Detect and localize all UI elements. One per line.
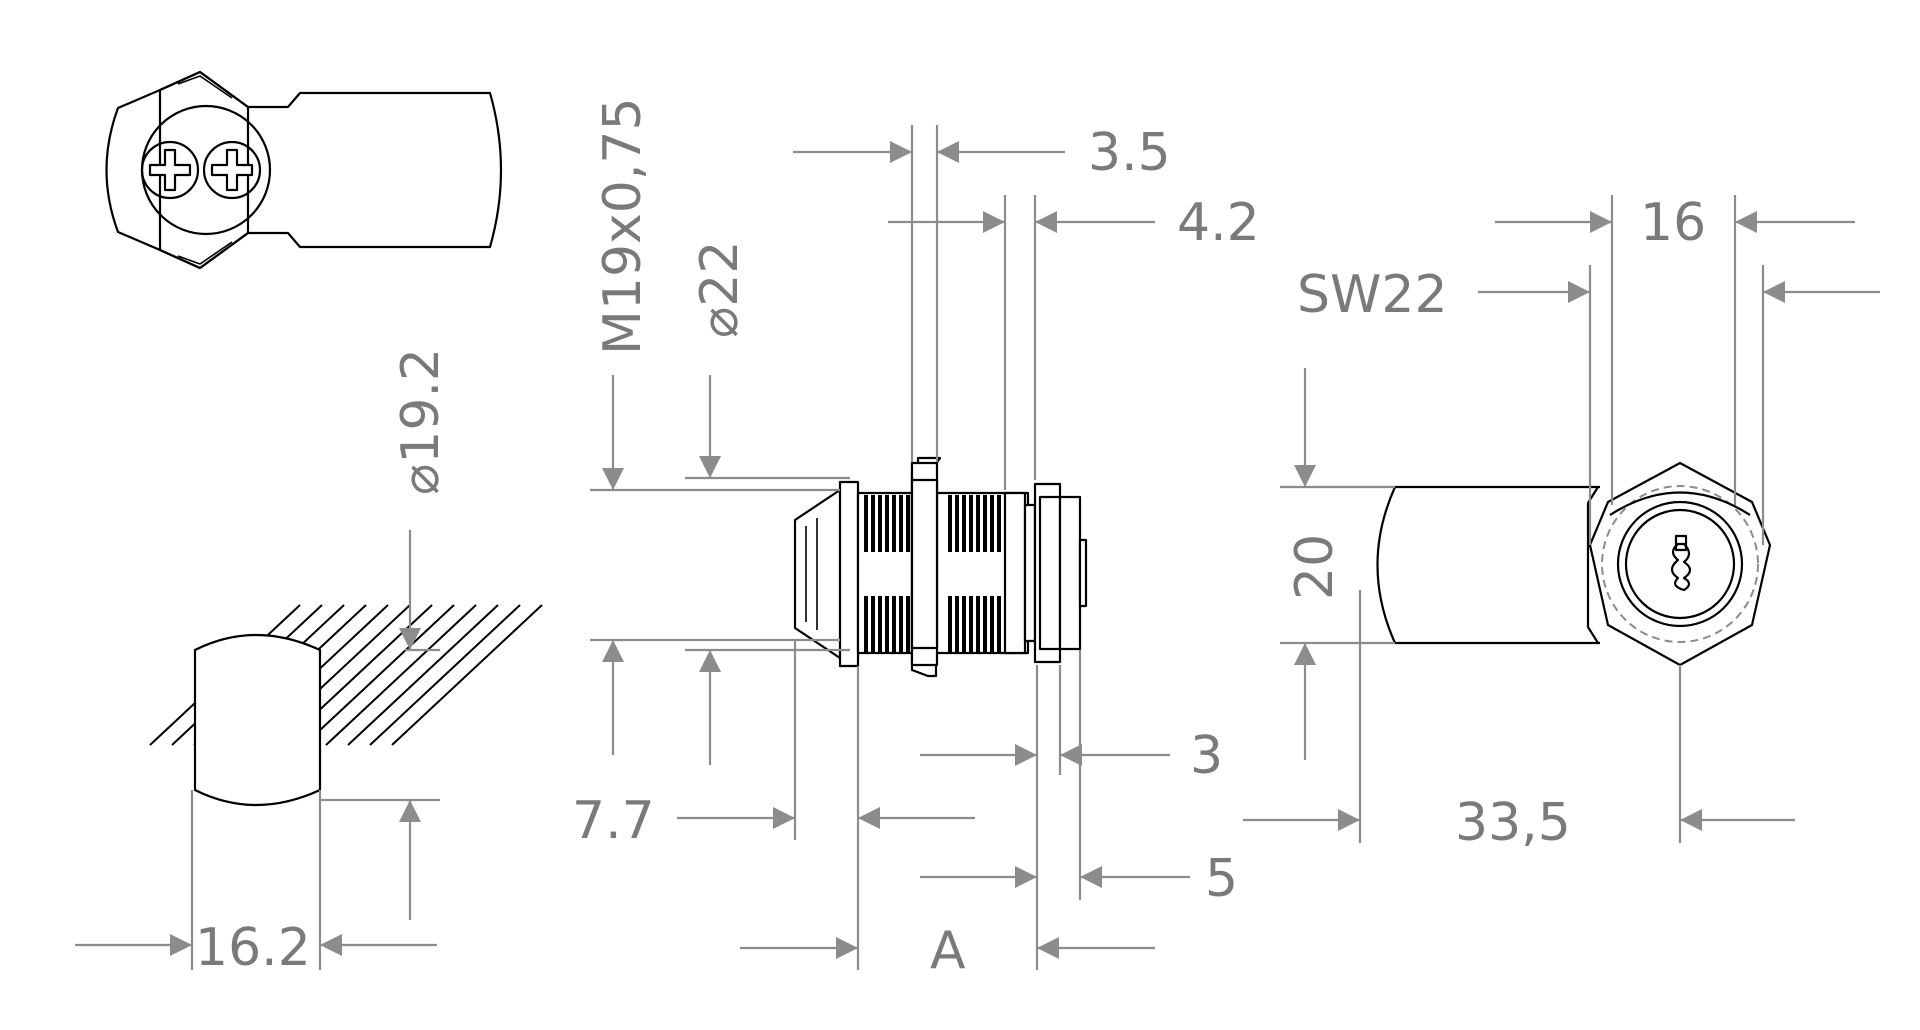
thread-ridge (906, 596, 910, 652)
dim-5: 5 (1205, 849, 1238, 909)
thread-ridge (885, 495, 889, 552)
screw-icon (140, 140, 200, 200)
thread-ridge (885, 596, 889, 652)
cutout-profile (149, 604, 543, 807)
thread-ridge (955, 495, 959, 552)
thread-ridge (997, 495, 1001, 552)
thread-ridge (948, 495, 952, 552)
dim-thread: M19x0,75 (593, 97, 653, 355)
thread-ridge (969, 495, 973, 552)
thread-ridge (906, 495, 910, 552)
dim-sw22: SW22 (1297, 265, 1448, 325)
hatch-line (369, 604, 521, 746)
dim-4-2: 4.2 (1177, 193, 1260, 253)
thread-ridge (990, 495, 994, 552)
thread-ridge (864, 596, 868, 652)
thread-ridge (983, 495, 987, 552)
thread-ridge (962, 495, 966, 552)
dim-3-5: 3.5 (1088, 123, 1171, 183)
thread-ridge (997, 596, 1001, 652)
hatch-line (303, 604, 455, 746)
dim-20: 20 (1285, 534, 1345, 600)
hatch-line (391, 604, 543, 746)
dim-33-5: 33,5 (1455, 793, 1571, 853)
thread-ridge (983, 596, 987, 652)
thread-ridge (892, 495, 896, 552)
thread-ridge (969, 596, 973, 652)
dim-3: 3 (1190, 726, 1223, 786)
lock-side-view (793, 456, 1088, 678)
dim-7-7: 7.7 (572, 791, 655, 851)
dimension-lines (75, 125, 1880, 970)
dim-width-16-2: 16.2 (195, 918, 311, 978)
thread-ridge (878, 596, 882, 652)
thread-ridge (990, 596, 994, 652)
thread-ridge (976, 596, 980, 652)
thread-ridge (948, 596, 952, 652)
screw-icon (202, 140, 262, 200)
thread-ridge (976, 495, 980, 552)
thread-ridge (864, 495, 868, 552)
top-cam-view (105, 70, 503, 270)
hatch-line (325, 604, 477, 746)
dim-dia-22: ⌀22 (690, 241, 750, 338)
dim-a: A (930, 921, 966, 981)
thread-ridge (871, 495, 875, 552)
lock-front-view (1376, 461, 1772, 667)
thread-ridge (871, 596, 875, 652)
dim-16: 16 (1640, 193, 1706, 253)
hatch-line (347, 604, 499, 746)
thread-ridge (962, 596, 966, 652)
thread-ridge (899, 596, 903, 652)
thread-ridge (899, 495, 903, 552)
thread-ridge (955, 596, 959, 652)
thread-ridge (892, 596, 896, 652)
dim-dia-19-2: ⌀19.2 (391, 348, 451, 495)
thread-ridge (878, 495, 882, 552)
